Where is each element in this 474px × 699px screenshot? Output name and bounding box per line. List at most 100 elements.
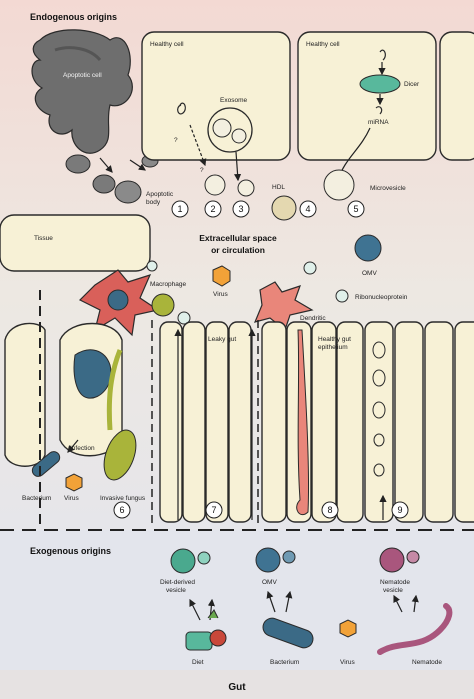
mirna-label: miRNA [368, 119, 389, 126]
virus-top [212, 265, 231, 287]
tissue-cell-left [4, 322, 46, 467]
arrow [233, 151, 242, 182]
healthy-gut-label-1: Healthy gut [318, 336, 351, 343]
step-9-badge: 9 [391, 501, 409, 519]
exosome-released [237, 179, 255, 197]
macrophage-label: Macrophage [150, 281, 187, 288]
ribonucleoprotein [335, 289, 349, 303]
step-6-badge: 6 [113, 501, 131, 519]
omv-small [282, 550, 296, 564]
healthy-cell-2 [297, 31, 437, 161]
nematode-vesicle-label-2: vesicle [383, 587, 403, 594]
omv-bottom-label: OMV [262, 579, 277, 586]
arrow [99, 157, 113, 173]
exosome [231, 128, 247, 144]
fungal-hypha [106, 349, 123, 431]
arrow [411, 594, 419, 613]
virus-bottom [339, 619, 357, 638]
diet-vesicle-label-1: Diet-derived [160, 579, 195, 586]
circulation-header-line1: Extracellular space [199, 233, 277, 243]
diet-label: Diet [192, 659, 204, 666]
nematode-vesicle-label-1: Nematode [380, 579, 410, 586]
apoptotic-cell-label: Apoptotic cell [63, 72, 102, 79]
bacterium-bottom-label: Bacterium [270, 659, 299, 666]
rna-hairpin-icon [379, 49, 386, 61]
apoptotic-fragment [92, 174, 116, 194]
gut-header: Gut [228, 682, 246, 693]
apoptotic-body [114, 180, 142, 204]
tissue-label: Tissue [34, 235, 53, 242]
vesicle [303, 261, 317, 275]
step-4-badge: 4 [299, 200, 317, 218]
nematode-vesicle-small [406, 550, 420, 564]
question-mark-2: ? [200, 167, 204, 174]
step-8-badge: 8 [321, 501, 339, 519]
svg-text:2: 2 [210, 204, 215, 214]
svg-text:7: 7 [211, 505, 216, 515]
step-7-badge: 7 [205, 501, 223, 519]
nematode [377, 603, 453, 655]
apoptotic-body-label-2: body [146, 199, 161, 206]
apoptotic-cell-texture [54, 46, 102, 62]
arrow [67, 439, 79, 453]
svg-text:1: 1 [177, 204, 182, 214]
step-2-badge: 2 [204, 200, 222, 218]
dendritic-cell [253, 281, 314, 332]
healthy-gut-label-2: epithelium [318, 344, 348, 351]
virus-left [65, 473, 83, 492]
exosome-released [204, 174, 226, 196]
tissue-cell [0, 214, 151, 272]
svg-text:9: 9 [397, 505, 402, 515]
hdl-particle [271, 195, 297, 221]
ribonucleoprotein-label: Ribonucleoprotein [355, 294, 408, 301]
leaky-gut-label: Leaky gut [208, 336, 236, 343]
svg-text:6: 6 [119, 505, 124, 515]
dicer-label: Dicer [404, 81, 420, 88]
diet-icon [185, 609, 227, 651]
arrow [189, 598, 201, 621]
microvesicle-label: Microvesicle [370, 185, 406, 192]
svg-text:8: 8 [327, 505, 332, 515]
bacterium-left-label: Bacterium [22, 495, 51, 502]
leaky-gut-epithelium [159, 321, 252, 523]
step-1-badge: 1 [171, 200, 189, 218]
exosome-label: Exosome [220, 97, 247, 104]
svg-text:5: 5 [353, 204, 358, 214]
arrow [189, 124, 207, 167]
bacterium-bottom [262, 617, 314, 649]
arrow [285, 590, 293, 613]
transcytosis-path [372, 341, 386, 477]
question-mark-1: ? [174, 137, 178, 144]
healthy-cell-1 [141, 31, 291, 161]
diet-derived-vesicle-small [197, 551, 211, 565]
nematode-label: Nematode [412, 659, 442, 666]
healthy-gut-epithelium [261, 321, 474, 523]
infection-label: Infection [70, 445, 95, 452]
mirna-icon [375, 106, 383, 115]
endogenous-header: Endogenous origins [30, 12, 117, 22]
gut-background [0, 670, 474, 699]
virus-left-label: Virus [64, 495, 79, 502]
fungal-vesicle [151, 293, 175, 317]
invasive-fungus [103, 429, 137, 481]
healthy-cell-3 [439, 31, 474, 161]
omv-top-label: OMV [362, 270, 377, 277]
apoptotic-fragment [65, 154, 91, 174]
apoptotic-cell [31, 29, 133, 154]
microvesicle [323, 169, 355, 201]
step-3-badge: 3 [232, 200, 250, 218]
intracellular-bacterium [73, 349, 112, 399]
exosome [212, 118, 232, 138]
dendritic-extension [296, 329, 310, 516]
macrophage-nucleus [107, 289, 129, 311]
apoptotic-body-label-1: Apoptotic [146, 191, 174, 198]
circulation-header-line2: or circulation [211, 245, 265, 255]
arrow [266, 590, 276, 613]
omv-bottom [255, 547, 281, 573]
omv-top [354, 234, 382, 262]
dendritic-cell-label-1: Dendritic [300, 315, 326, 322]
healthy-cell-1-label: Healthy cell [150, 41, 184, 48]
nematode-vesicle [379, 547, 405, 573]
